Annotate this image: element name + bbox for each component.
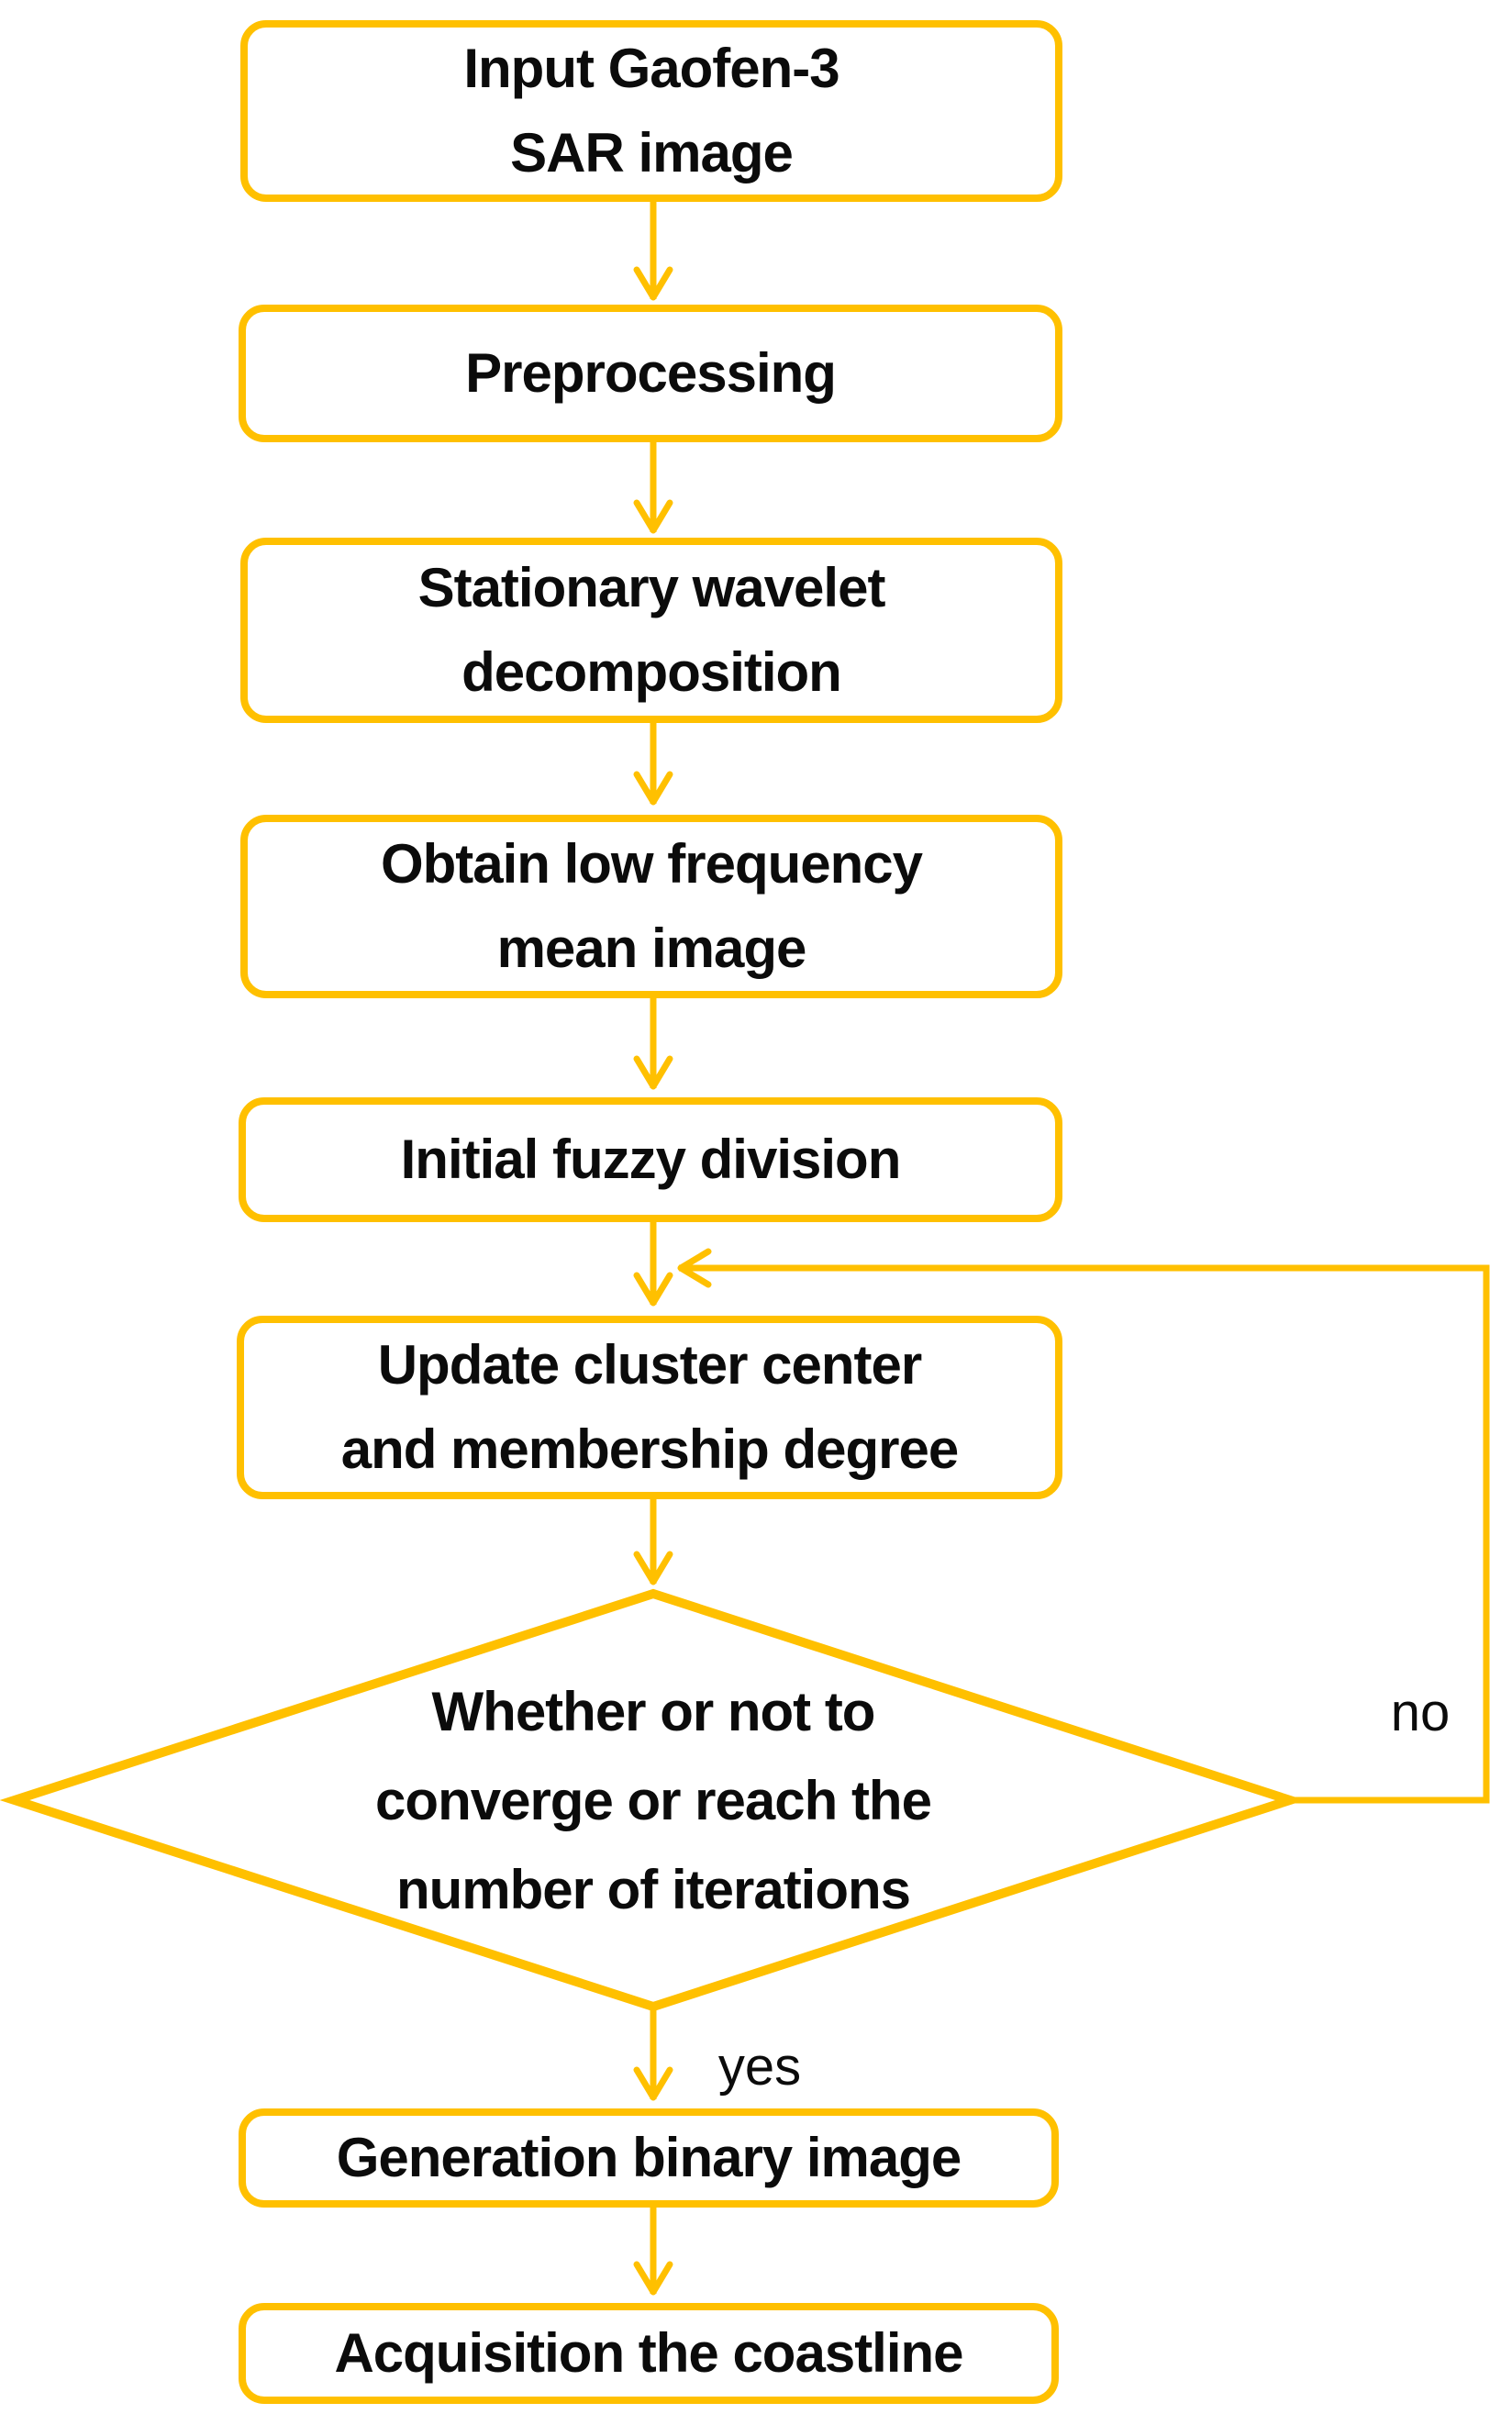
decision-line-1: Whether or not to	[431, 1680, 876, 1742]
edge-label-no: no	[1390, 1683, 1451, 1742]
node-coastline-line-1: Acquisition the coastline	[334, 2322, 963, 2384]
node-initial-fuzzy-division: Initial fuzzy division	[239, 1097, 1062, 1222]
decision-line-3: number of iterations	[395, 1858, 911, 1920]
edge-no-feedback-loop	[677, 1248, 1490, 1804]
node-wavelet-line-1: Stationary wavelet	[417, 557, 886, 618]
node-input-line-2: SAR image	[510, 122, 794, 184]
node-binary-line-1: Generation binary image	[336, 2127, 962, 2188]
decision-line-2: converge or reach the	[375, 1769, 932, 1831]
node-update-line-1: Update cluster center	[377, 1334, 923, 1396]
node-stationary-wavelet: Stationary wavelet decomposition	[240, 538, 1062, 723]
node-input-gaofen3: Input Gaofen-3 SAR image	[240, 20, 1062, 202]
node-wavelet-line-2: decomposition	[461, 641, 842, 703]
edge-label-yes: yes	[717, 2037, 802, 2097]
node-acquisition-coastline: Acquisition the coastline	[239, 2303, 1059, 2404]
node-low-frequency-mean: Obtain low frequency mean image	[240, 815, 1062, 998]
node-lowfreq-line-2: mean image	[496, 918, 807, 979]
node-update-line-2: and membership degree	[340, 1418, 960, 1480]
node-fuzzy-line-1: Initial fuzzy division	[400, 1129, 902, 1190]
node-lowfreq-line-1: Obtain low frequency	[380, 833, 923, 895]
node-input-line-1: Input Gaofen-3	[463, 38, 839, 99]
node-preprocessing-line-1: Preprocessing	[465, 342, 837, 404]
node-decision-label: Whether or not to converge or reach the …	[195, 1663, 1112, 1938]
node-generation-binary-image: Generation binary image	[239, 2108, 1059, 2208]
node-preprocessing: Preprocessing	[239, 305, 1062, 442]
node-update-cluster-center: Update cluster center and membership deg…	[237, 1316, 1062, 1499]
